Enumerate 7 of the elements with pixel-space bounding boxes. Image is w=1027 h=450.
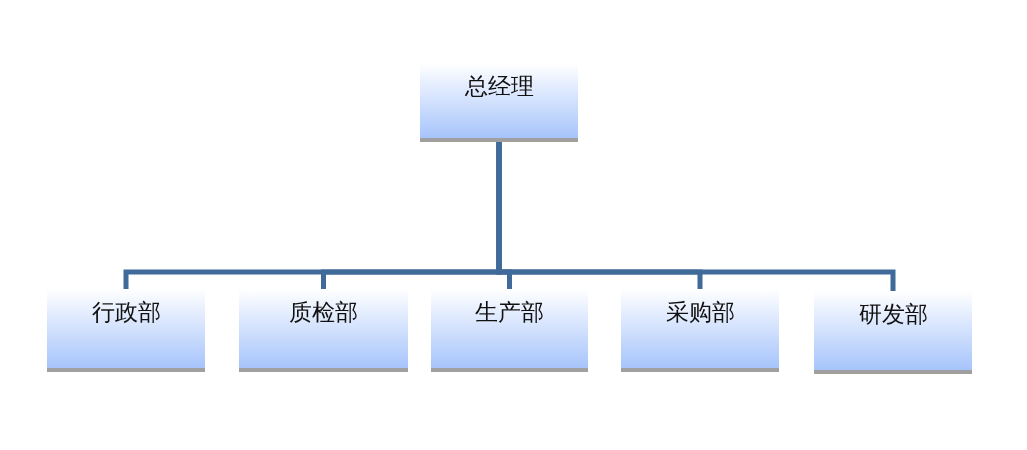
department-box: 行政部 xyxy=(47,289,205,372)
department-box: 质检部 xyxy=(239,289,408,372)
connector-line xyxy=(496,142,896,291)
manager-box: 总经理 xyxy=(420,63,578,142)
department-box: 生产部 xyxy=(431,289,588,372)
department-box: 研发部 xyxy=(814,291,972,374)
department-box: 采购部 xyxy=(621,289,779,372)
